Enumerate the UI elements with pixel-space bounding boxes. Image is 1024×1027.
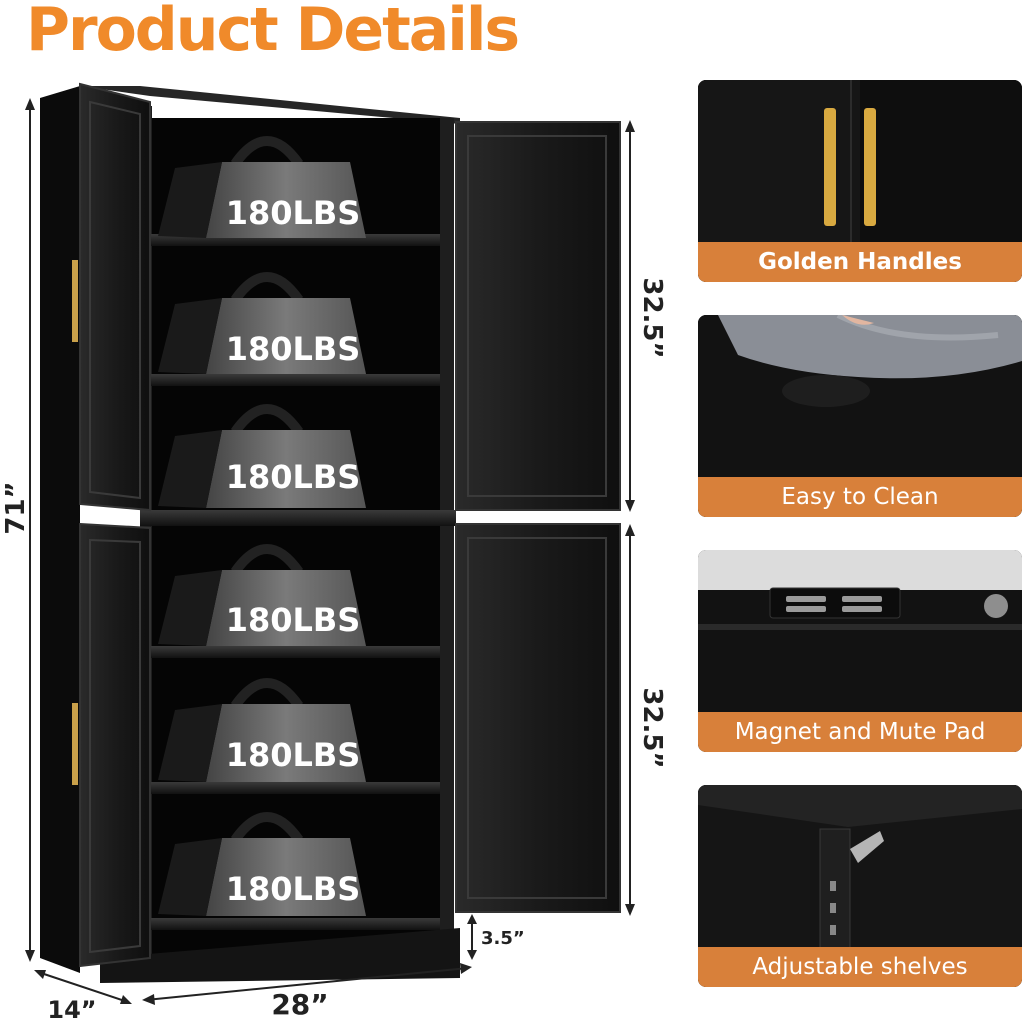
upper-compartment-label: 32.5” <box>637 277 667 358</box>
shelf <box>150 782 440 794</box>
cabinet-base <box>100 928 460 983</box>
weight-icon: 180LBS <box>158 544 366 646</box>
width-label: 28” <box>271 988 328 1021</box>
dimension-height: 71” <box>1 98 35 962</box>
base-label: 3.5” <box>481 928 525 949</box>
feature-label: Golden Handles <box>698 242 1022 282</box>
feature-label: Magnet and Mute Pad <box>698 712 1022 752</box>
feature-card-magnet-and-mute-pad: Magnet and Mute Pad <box>698 550 1022 752</box>
weight-label: 180LBS <box>226 736 361 774</box>
door-lower-left <box>79 522 151 968</box>
weight-icon: 180LBS <box>158 812 366 916</box>
weight-label: 180LBS <box>226 601 361 639</box>
feature-card-adjustable-shelves: Adjustable shelves <box>698 785 1022 987</box>
cabinet-side-panel <box>40 86 80 973</box>
weight-icon: 180LBS <box>158 272 366 374</box>
weight-label: 180LBS <box>226 458 361 496</box>
shelf <box>150 646 440 658</box>
dimension-depth: 14” <box>34 970 132 1024</box>
dimension-base: 3.5” <box>467 914 525 960</box>
height-label: 71” <box>1 481 31 534</box>
lower-compartment-label: 32.5” <box>637 687 667 768</box>
cabinet-top <box>80 86 460 124</box>
dimension-width: 28” <box>142 963 472 1021</box>
cabinet-figure: 180LBS 180LBS 180LBS 180LBS 180LBS 180LB… <box>0 78 690 1027</box>
shelf <box>150 918 440 930</box>
weight-label: 180LBS <box>226 330 361 368</box>
weight-icon: 180LBS <box>158 678 366 782</box>
cabinet-interior <box>140 118 450 958</box>
weight-icon: 180LBS <box>158 404 366 508</box>
dimension-lower-compartment: 32.5” <box>625 524 667 916</box>
weight-label: 180LBS <box>226 194 361 232</box>
weight-icon: 180LBS <box>158 136 366 238</box>
shelf <box>150 374 440 386</box>
feature-label: Easy to Clean <box>698 477 1022 517</box>
depth-label: 14” <box>47 996 96 1024</box>
cabinet-divider <box>140 510 456 526</box>
feature-card-easy-to-clean: Easy to Clean <box>698 315 1022 517</box>
page-title: Product Details <box>26 0 520 65</box>
golden-handle-icon <box>72 703 78 785</box>
dimension-upper-compartment: 32.5” <box>625 120 667 512</box>
feature-card-golden-handles: Golden Handles <box>698 80 1022 282</box>
door-upper-left <box>79 82 151 512</box>
feature-label: Adjustable shelves <box>698 947 1022 987</box>
door-upper-right <box>455 121 621 511</box>
door-lower-right <box>455 523 621 913</box>
golden-handle-icon <box>72 260 78 342</box>
weight-label: 180LBS <box>226 870 361 908</box>
